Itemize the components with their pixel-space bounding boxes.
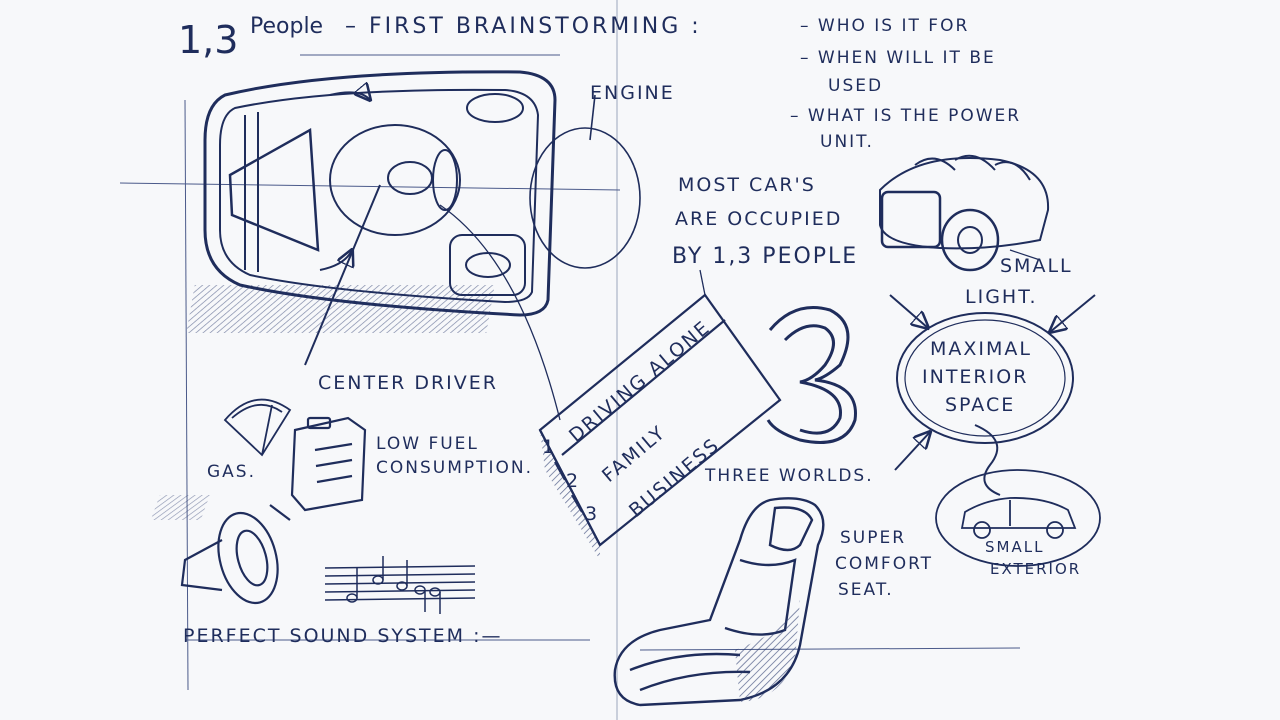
question-when-cont: used (828, 76, 884, 96)
question-when: – When will it be (800, 48, 996, 68)
label-center-driver: Center Driver (318, 372, 498, 394)
label-maximal-1: Maximal (930, 338, 1032, 360)
maximal-space-bubble (889, 294, 1096, 496)
title-prefix: 1,3 (178, 18, 239, 62)
seat-sketch (613, 497, 825, 707)
label-most-cars-1: Most Car's (678, 174, 816, 196)
list-item-1-num: 1 (542, 436, 557, 458)
list-item-3-num: 3 (585, 503, 600, 525)
fuel-can-icon (290, 416, 367, 512)
label-super-comfort-2: Comfort (835, 554, 934, 574)
label-engine: Engine (590, 82, 675, 104)
construction-lines (119, 54, 1021, 691)
label-three-worlds: Three Worlds. (705, 466, 874, 486)
label-most-cars-2: Are Occupied (675, 208, 843, 230)
question-power-cont: unit. (820, 132, 874, 152)
label-maximal-2: Interior (922, 366, 1029, 388)
label-super-comfort-1: Super (840, 528, 907, 548)
small-car-icon (960, 497, 1077, 539)
title-text: – First Brainstorming : (345, 14, 702, 39)
label-low-fuel-2: Consumption. (376, 458, 534, 478)
label-small-exterior-2: Exterior (990, 560, 1082, 578)
question-power: – What is the Power (790, 106, 1022, 126)
fuel-can-shadow (150, 495, 210, 520)
gas-gauge-icon (223, 398, 292, 457)
question-who: – Who is it for (800, 16, 970, 36)
small-exterior-bubble (935, 469, 1101, 567)
list-box-shadow (540, 430, 600, 560)
label-maximal-3: Space (945, 394, 1016, 416)
music-notes-icon (324, 556, 476, 614)
number-three-icon (766, 306, 857, 444)
engine-sketch (529, 94, 641, 269)
speaker-icon (180, 504, 291, 605)
label-gas: Gas. (207, 462, 256, 482)
engine-unit-sketch (879, 154, 1050, 272)
label-super-comfort-3: Seat. (838, 580, 894, 600)
list-item-2-num: 2 (566, 470, 581, 492)
label-small-light-1: Small (1000, 255, 1073, 277)
label-low-fuel-1: Low Fuel (376, 434, 479, 454)
label-perfect-sound: Perfect Sound System :— (183, 625, 503, 647)
label-small-exterior-1: Small (985, 538, 1045, 556)
car-top-view-sketch (203, 70, 561, 421)
car-shadow-hatch (186, 285, 495, 333)
label-small-light-2: Light. (965, 286, 1038, 308)
title-people: People (250, 14, 324, 39)
seat-shadow (735, 600, 800, 702)
label-most-cars-3: By 1,3 People (672, 244, 859, 269)
